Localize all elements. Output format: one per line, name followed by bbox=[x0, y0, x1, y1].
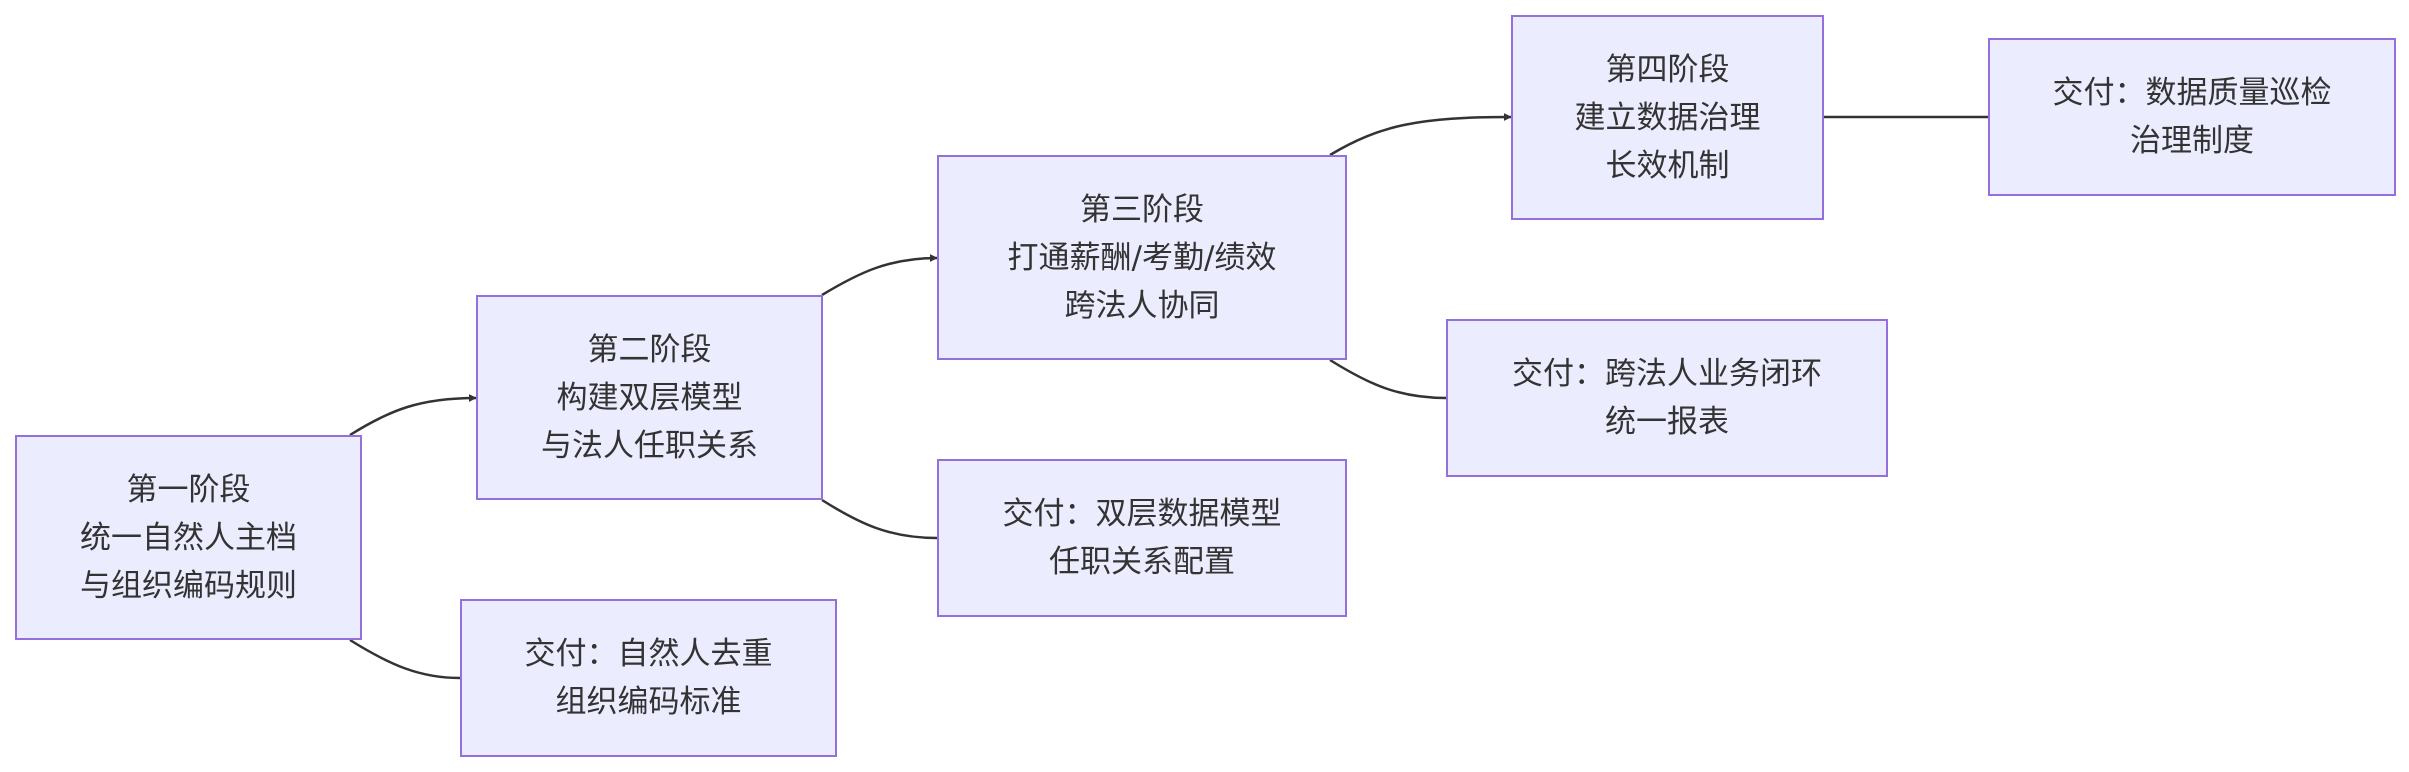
deliverable-3-line-1: 交付：跨法人业务闭环 bbox=[1512, 356, 1822, 392]
edge-stage3-to-stage4 bbox=[1329, 113, 1512, 157]
stage-1-node: 第一阶段 统一自然人主档 与组织编码规则 bbox=[15, 435, 362, 640]
deliverable-1-node: 交付：自然人去重 组织编码标准 bbox=[460, 599, 837, 757]
stage-2-line-3: 与法人任职关系 bbox=[541, 427, 758, 464]
stage-4-title: 第四阶段 bbox=[1605, 51, 1730, 88]
stage-3-line-2: 打通薪酬/考勤/绩效 bbox=[1007, 239, 1277, 276]
deliverable-1-line-2: 组织编码标准 bbox=[555, 684, 742, 720]
stage-2-title: 第二阶段 bbox=[587, 331, 712, 368]
stage-2-node: 第二阶段 构建双层模型 与法人任职关系 bbox=[476, 295, 823, 500]
stage-1-line-3: 与组织编码规则 bbox=[80, 567, 297, 604]
deliverable-2-line-1: 交付：双层数据模型 bbox=[1002, 496, 1282, 532]
deliverable-4-node: 交付：数据质量巡检 治理制度 bbox=[1988, 38, 2396, 196]
stage-2-line-2: 构建双层模型 bbox=[556, 379, 743, 416]
edge-stage2-to-stage3 bbox=[821, 254, 938, 297]
deliverable-4-line-1: 交付：数据质量巡检 bbox=[2052, 75, 2332, 111]
deliverable-2-line-2: 任职关系配置 bbox=[1049, 544, 1235, 580]
stage-3-title: 第三阶段 bbox=[1080, 191, 1204, 228]
edge-stage3-to-deliverable3 bbox=[1329, 358, 1447, 400]
deliverable-4-line-2: 治理制度 bbox=[2130, 123, 2254, 159]
deliverable-3-line-2: 统一报表 bbox=[1605, 404, 1729, 440]
stage-4-line-2: 建立数据治理 bbox=[1574, 99, 1761, 136]
stage-4-node: 第四阶段 建立数据治理 长效机制 bbox=[1511, 15, 1824, 220]
stage-3-node: 第三阶段 打通薪酬/考勤/绩效 跨法人协同 bbox=[937, 155, 1347, 360]
stage-4-line-3: 长效机制 bbox=[1605, 147, 1730, 184]
edge-stage1-to-stage2 bbox=[349, 394, 477, 437]
stage-3-line-3: 跨法人协同 bbox=[1064, 287, 1220, 324]
stage-1-title: 第一阶段 bbox=[126, 471, 251, 508]
deliverable-2-node: 交付：双层数据模型 任职关系配置 bbox=[937, 459, 1347, 617]
stage-1-line-2: 统一自然人主档 bbox=[80, 519, 297, 556]
edge-stage2-to-deliverable2 bbox=[821, 498, 938, 540]
edge-stage1-to-deliverable1 bbox=[349, 638, 461, 680]
deliverable-3-node: 交付：跨法人业务闭环 统一报表 bbox=[1446, 319, 1888, 477]
deliverable-1-line-1: 交付：自然人去重 bbox=[524, 636, 773, 672]
